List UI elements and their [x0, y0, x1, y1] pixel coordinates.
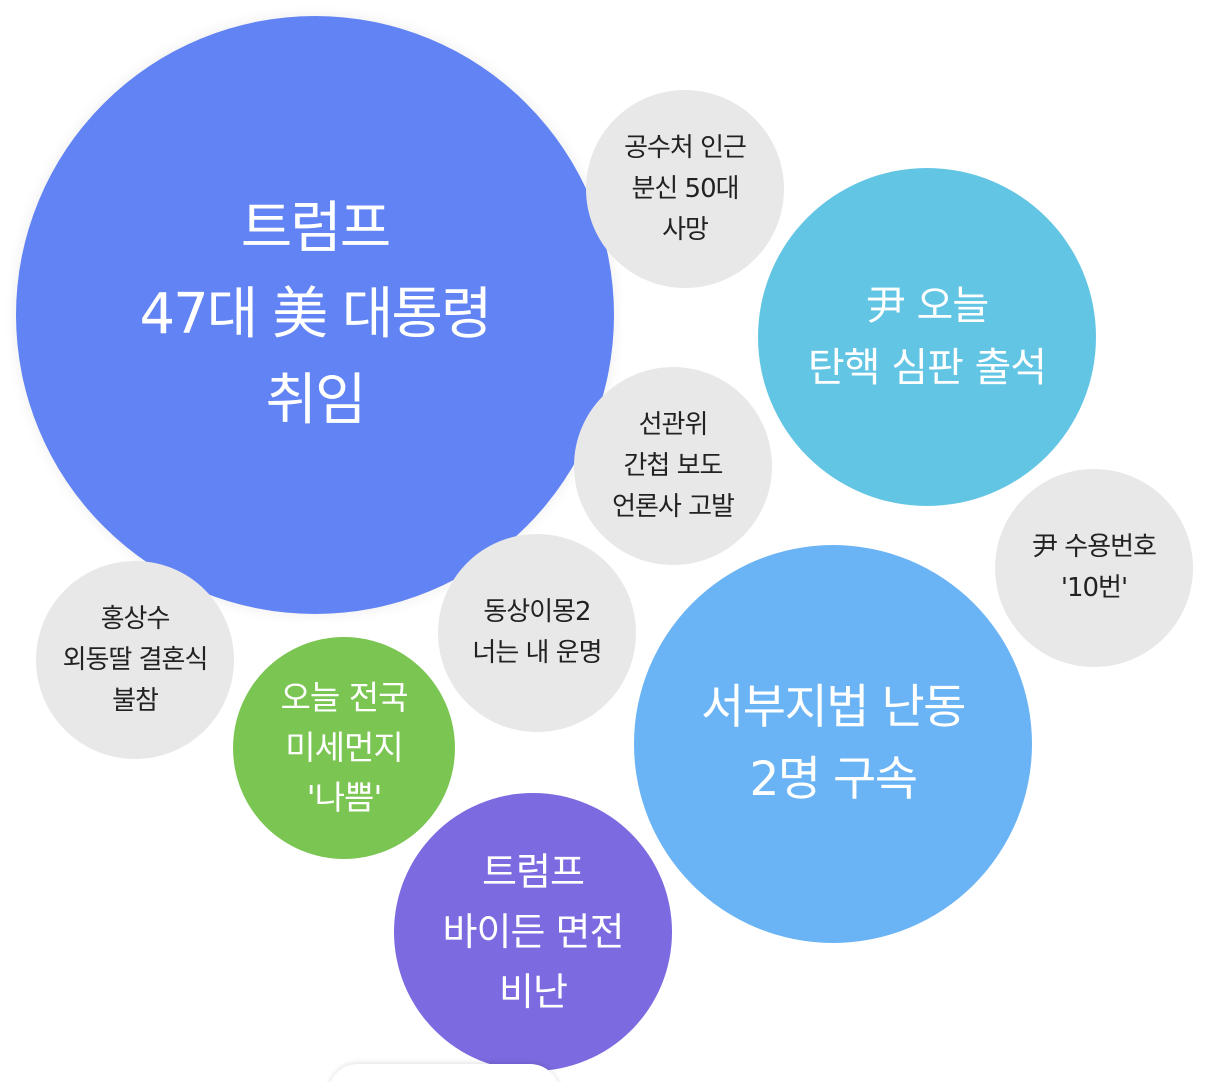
bubble-label-line: 분신 50대: [631, 173, 739, 204]
bubble-label-line: 선관위: [638, 409, 709, 440]
bubble-label-line: 사망: [662, 214, 709, 245]
bubble-hong-sangsoo[interactable]: 홍상수 외동딸 결혼식 불참: [36, 561, 234, 759]
bubble-label-line: '10번': [1060, 573, 1128, 603]
bubble-label: 홍상수 외동딸 결혼식 불참: [62, 599, 209, 722]
bubble-label-line: 탄핵 심판 출석: [807, 345, 1047, 391]
bubble-label-line: 2명 구속: [749, 752, 918, 807]
bubble-label: 오늘 전국 미세먼지 '나쁨': [280, 673, 409, 823]
bubble-label: 동상이몽2 너는 내 운명: [472, 592, 602, 674]
bubble-label-line: '나쁨': [306, 778, 383, 817]
bubble-label-line: 동상이몽2: [483, 597, 591, 627]
bubble-fine-dust[interactable]: 오늘 전국 미세먼지 '나쁨': [233, 637, 455, 859]
bubble-label: 尹 오늘 탄핵 심판 출석: [807, 275, 1047, 399]
bubble-label-line: 47대 美 대통령: [139, 282, 493, 347]
bubble-label-line: 간첩 보도: [623, 450, 724, 481]
bubble-label: 공수처 인근 분신 50대 사망: [624, 128, 747, 251]
bubble-label-line: 미세먼지: [285, 728, 403, 767]
bubble-label-line: 취임: [265, 368, 366, 433]
bubble-trump-inauguration[interactable]: 트럼프 47대 美 대통령 취임: [16, 16, 614, 614]
bubble-label-line: 너는 내 운명: [472, 638, 602, 668]
bubble-label-line: 비난: [499, 970, 568, 1014]
bubble-label-line: 공수처 인근: [624, 132, 747, 163]
bubble-label-line: 외동딸 결혼식: [62, 644, 209, 675]
bubble-dongsang-imong[interactable]: 동상이몽2 너는 내 운명: [438, 534, 636, 732]
bubble-yoon-inmate-number[interactable]: 尹 수용번호 '10번': [995, 469, 1193, 667]
bubble-label: 서부지법 난동 2명 구속: [701, 672, 966, 816]
bubble-label: 선관위 간첩 보도 언론사 고발: [612, 405, 735, 528]
bubble-label-line: 尹 수용번호: [1032, 532, 1157, 562]
bubble-label-line: 바이든 면전: [442, 910, 625, 954]
bubble-label-line: 언론사 고발: [612, 491, 735, 522]
bubble-label-line: 트럼프: [240, 196, 392, 261]
bubble-label: 트럼프 47대 美 대통령 취임: [139, 186, 493, 444]
bubble-label: 트럼프 바이든 면전 비난: [442, 842, 625, 1022]
bubble-label-line: 트럼프: [482, 850, 585, 894]
bubble-gongsu-incident[interactable]: 공수처 인근 분신 50대 사망: [586, 90, 784, 288]
bubble-seoul-western-court[interactable]: 서부지법 난동 2명 구속: [634, 545, 1032, 943]
bubble-trump-biden[interactable]: 트럼프 바이든 면전 비난: [394, 793, 672, 1071]
bubble-label-line: 서부지법 난동: [701, 680, 966, 735]
bubble-label: 尹 수용번호 '10번': [1032, 527, 1157, 609]
bubble-label-line: 尹 오늘: [865, 283, 989, 329]
bubble-label-line: 홍상수: [100, 603, 171, 634]
bubble-election-commission[interactable]: 선관위 간첩 보도 언론사 고발: [574, 367, 772, 565]
bubble-yoon-impeachment-trial[interactable]: 尹 오늘 탄핵 심판 출석: [758, 168, 1096, 506]
bottom-button-edge[interactable]: [328, 1064, 560, 1082]
bubble-label-line: 불참: [112, 685, 159, 716]
bubble-label-line: 오늘 전국: [280, 678, 409, 717]
